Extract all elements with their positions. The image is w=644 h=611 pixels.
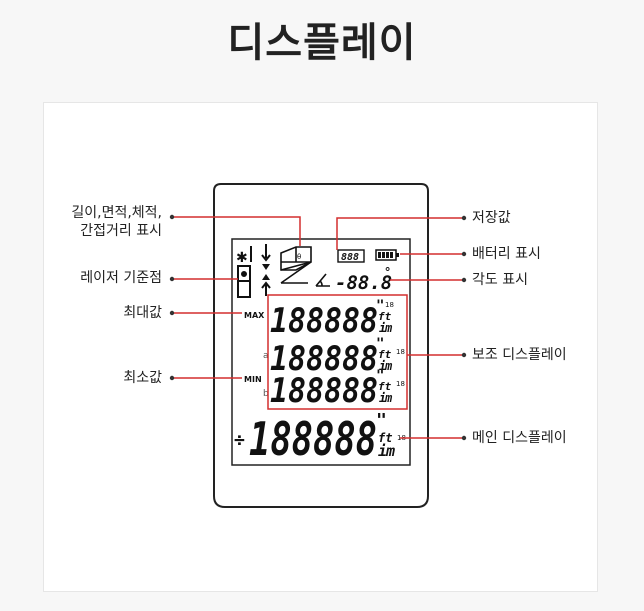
aux-row-1-digits: 188888 <box>270 301 378 341</box>
memory-digits: 888 <box>341 252 359 263</box>
aux-row-3-frac: 18 <box>396 380 405 388</box>
measure-mode-icon: θ <box>280 246 312 284</box>
label-length-area-volume: 길이,면적,체적, 간접거리 표시 <box>60 204 162 240</box>
main-inch: " <box>376 410 387 431</box>
reference-arrows-icon <box>261 244 271 296</box>
memory-box <box>337 249 365 263</box>
battery-icon <box>375 249 399 261</box>
aux-row-1-inch: " <box>376 298 384 314</box>
label-laser-reference: 레이저 기준점 <box>80 270 162 286</box>
lcd-screen <box>231 238 411 466</box>
aux-row-2: 188888 " 18 ft i m <box>270 336 405 379</box>
aux-row-3-m: m <box>384 391 393 405</box>
aux-row-1-i: i <box>379 321 386 335</box>
aux-row-2-m: m <box>384 359 393 373</box>
label-max-value: 최대값 <box>123 305 162 321</box>
aux-display-highlight <box>267 294 408 410</box>
main-m: m <box>385 442 395 460</box>
leader-lines-left <box>169 214 301 381</box>
angle-icon <box>315 273 330 287</box>
label-aux-display: 보조 디스플레이 <box>472 347 567 363</box>
leader-lines-right <box>336 217 464 439</box>
angle-readout: -88.8 <box>335 272 392 294</box>
aux-row-1-frac: 18 <box>385 301 394 309</box>
label-battery-display: 배터리 표시 <box>472 246 541 262</box>
aux-row-2-ft: ft <box>378 348 392 361</box>
label-stored-value: 저장값 <box>472 210 511 226</box>
leader-length-area <box>172 216 301 246</box>
row-a-tag: a <box>263 351 269 361</box>
aux-row-2-frac: 18 <box>396 348 405 356</box>
aux-row-2-digits: 188888 <box>270 339 378 379</box>
label-angle-display: 각도 표시 <box>472 272 528 288</box>
row-b-tag: b <box>263 389 269 399</box>
aux-row-2-inch: " <box>376 336 384 352</box>
laser-reference-icon: ✱ <box>236 246 252 298</box>
main-row: ÷ 188888 " 18 ft i m <box>234 410 406 466</box>
aux-row-3-i: i <box>379 391 386 405</box>
degree-symbol: ° <box>384 265 391 279</box>
label-min-value: 최소값 <box>123 370 162 386</box>
aux-row-1: 188888 " 18 ft i m <box>270 298 394 341</box>
main-prefix: ÷ <box>234 430 245 451</box>
aux-row-3-digits: 188888 <box>270 371 378 411</box>
max-tag: MAX <box>244 311 265 320</box>
min-tag: MIN <box>244 375 262 384</box>
aux-row-1-m: m <box>384 321 393 335</box>
page-title: 디스플레이 <box>227 20 417 66</box>
svg-text:θ: θ <box>297 253 301 261</box>
leader-stored <box>336 217 464 250</box>
leader-dots-right <box>461 215 467 441</box>
label-line-1: 길이,면적,체적, <box>71 205 162 221</box>
aux-row-1-ft: ft <box>378 310 392 323</box>
aux-row-3-ft: ft <box>378 380 392 393</box>
main-i: i <box>378 442 387 460</box>
aux-row-2-i: i <box>379 359 386 373</box>
main-ft: ft <box>378 431 392 445</box>
aux-row-3: 188888 " 18 ft i m <box>270 368 405 411</box>
main-digits: 188888 <box>249 412 377 466</box>
label-main-display: 메인 디스플레이 <box>472 430 567 446</box>
aux-row-3-inch: " <box>376 368 384 384</box>
label-line-2: 간접거리 표시 <box>80 223 162 239</box>
svg-text:✱: ✱ <box>236 250 248 266</box>
